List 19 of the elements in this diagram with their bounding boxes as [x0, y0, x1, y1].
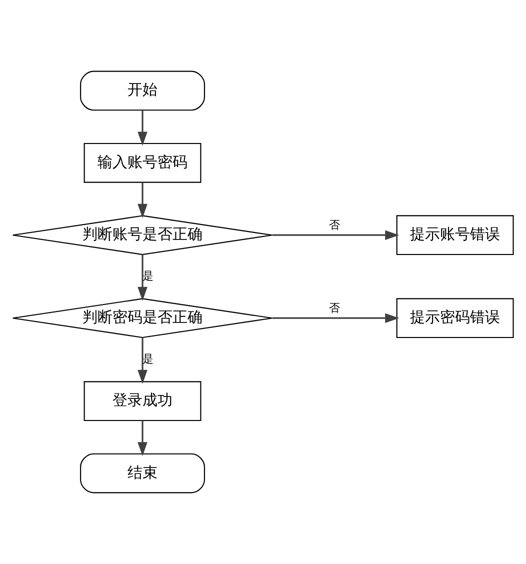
arrow [138, 420, 148, 456]
edge-label: 是 [142, 269, 154, 282]
node-box: 提示账号错误 [396, 215, 514, 256]
edge-label: 否 [329, 218, 340, 232]
arrow [272, 313, 400, 324]
arrow [272, 230, 400, 240]
node-box: 登录成功 [84, 381, 202, 422]
edge-label: 是 [142, 352, 154, 366]
node-diamond: 判断账号是否正确 [12, 215, 273, 256]
arrow [138, 338, 148, 384]
node-box: 开始 [80, 70, 206, 111]
edge-label: 否 [329, 302, 340, 315]
node-box: 提示密码错误 [396, 298, 514, 338]
arrow [138, 182, 148, 218]
node-box: 结束 [80, 453, 206, 494]
node-box: 输入账号密码 [84, 142, 202, 183]
arrow [138, 254, 148, 301]
arrow [138, 110, 148, 146]
node-diamond: 判断密码是否正确 [12, 298, 273, 338]
